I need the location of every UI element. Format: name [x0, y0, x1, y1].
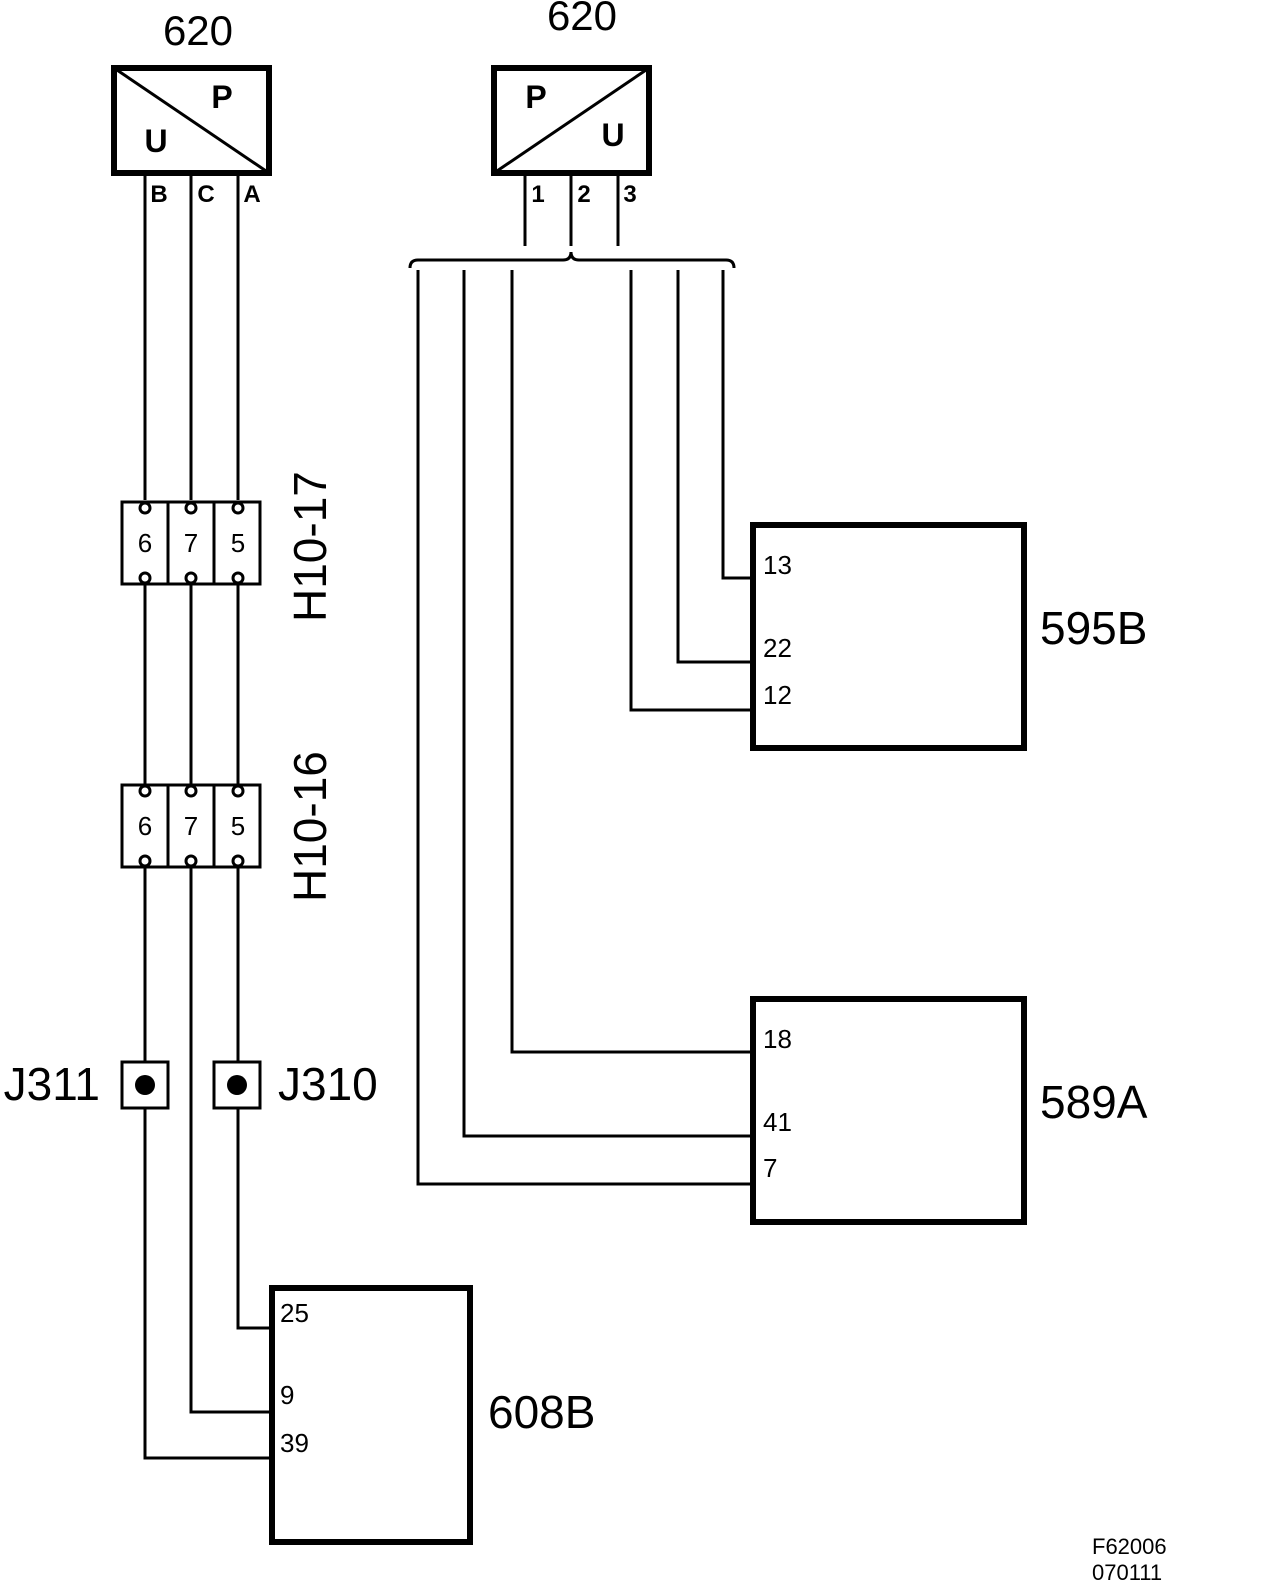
- sensor-right-label: 620: [547, 0, 617, 39]
- module-608b-pin-39: 39: [280, 1428, 309, 1458]
- module-595b-pin-22: 22: [763, 633, 792, 663]
- h1016-pin-6: 6: [138, 811, 152, 841]
- connector-h1016-label: H10-16: [284, 751, 336, 902]
- sensor-right-pin-3: 3: [623, 181, 636, 208]
- wire-to-595b-12: [629, 270, 762, 712]
- wire-j310-to-608b-25: [236, 1108, 280, 1330]
- module-589a-label: 589A: [1040, 1076, 1148, 1128]
- sensor-left-box: [111, 65, 272, 176]
- sensor-right-u: U: [601, 117, 624, 153]
- connector-h1016: [120, 783, 262, 869]
- splice-j311: [120, 1060, 170, 1110]
- module-608b-pin-9: 9: [280, 1380, 294, 1410]
- sensor-left-p: P: [211, 79, 232, 115]
- sensor-right-p: P: [525, 79, 546, 115]
- wire-j311-to-608b-39: [143, 1108, 280, 1460]
- h1017-pin-7: 7: [184, 528, 198, 558]
- sensor-right-pin-2: 2: [577, 181, 590, 208]
- h1017-pin-6: 6: [138, 528, 152, 558]
- module-608b-pin-25: 25: [280, 1298, 309, 1328]
- wire-to-589a-7: [416, 270, 762, 1186]
- sensor-left-pin-c: C: [197, 181, 214, 208]
- h1017-pin-5: 5: [231, 528, 245, 558]
- splice-j310: [212, 1060, 262, 1110]
- sensor-right-box: [491, 65, 652, 176]
- module-589a-box: [750, 996, 1027, 1225]
- module-595b-pin-13: 13: [763, 550, 792, 580]
- wire-7-to-608b-9: [189, 867, 280, 1414]
- wire-to-595b-13: [721, 270, 762, 580]
- module-589a-pin-41: 41: [763, 1107, 792, 1137]
- module-595b-box: [750, 522, 1027, 751]
- splice-j311-label: J311: [4, 1058, 100, 1110]
- sensor-right-pin-1: 1: [531, 181, 544, 208]
- module-608b-box: [269, 1285, 473, 1545]
- splice-j310-label: J310: [278, 1058, 378, 1110]
- module-595b-label: 595B: [1040, 602, 1147, 654]
- sensor-left-label: 620: [163, 7, 233, 54]
- figure-date: 070111: [1092, 1560, 1162, 1585]
- sensor-left-pin-b: B: [150, 181, 167, 208]
- h1016-pin-5: 5: [231, 811, 245, 841]
- wire-to-595b-22: [676, 270, 762, 664]
- h1016-pin-7: 7: [184, 811, 198, 841]
- module-589a-pin-7: 7: [763, 1153, 777, 1183]
- module-608b-label: 608B: [488, 1386, 595, 1438]
- figure-code: F62006: [1092, 1534, 1167, 1559]
- harness-brace: [408, 251, 736, 269]
- module-589a-pin-18: 18: [763, 1024, 792, 1054]
- module-595b-pin-12: 12: [763, 680, 792, 710]
- wire-to-589a-41: [462, 270, 762, 1138]
- sensor-left-pin-a: A: [243, 181, 260, 208]
- wire-to-589a-18: [510, 270, 762, 1054]
- connector-h1017-label: H10-17: [284, 471, 336, 622]
- sensor-left-u: U: [144, 123, 167, 159]
